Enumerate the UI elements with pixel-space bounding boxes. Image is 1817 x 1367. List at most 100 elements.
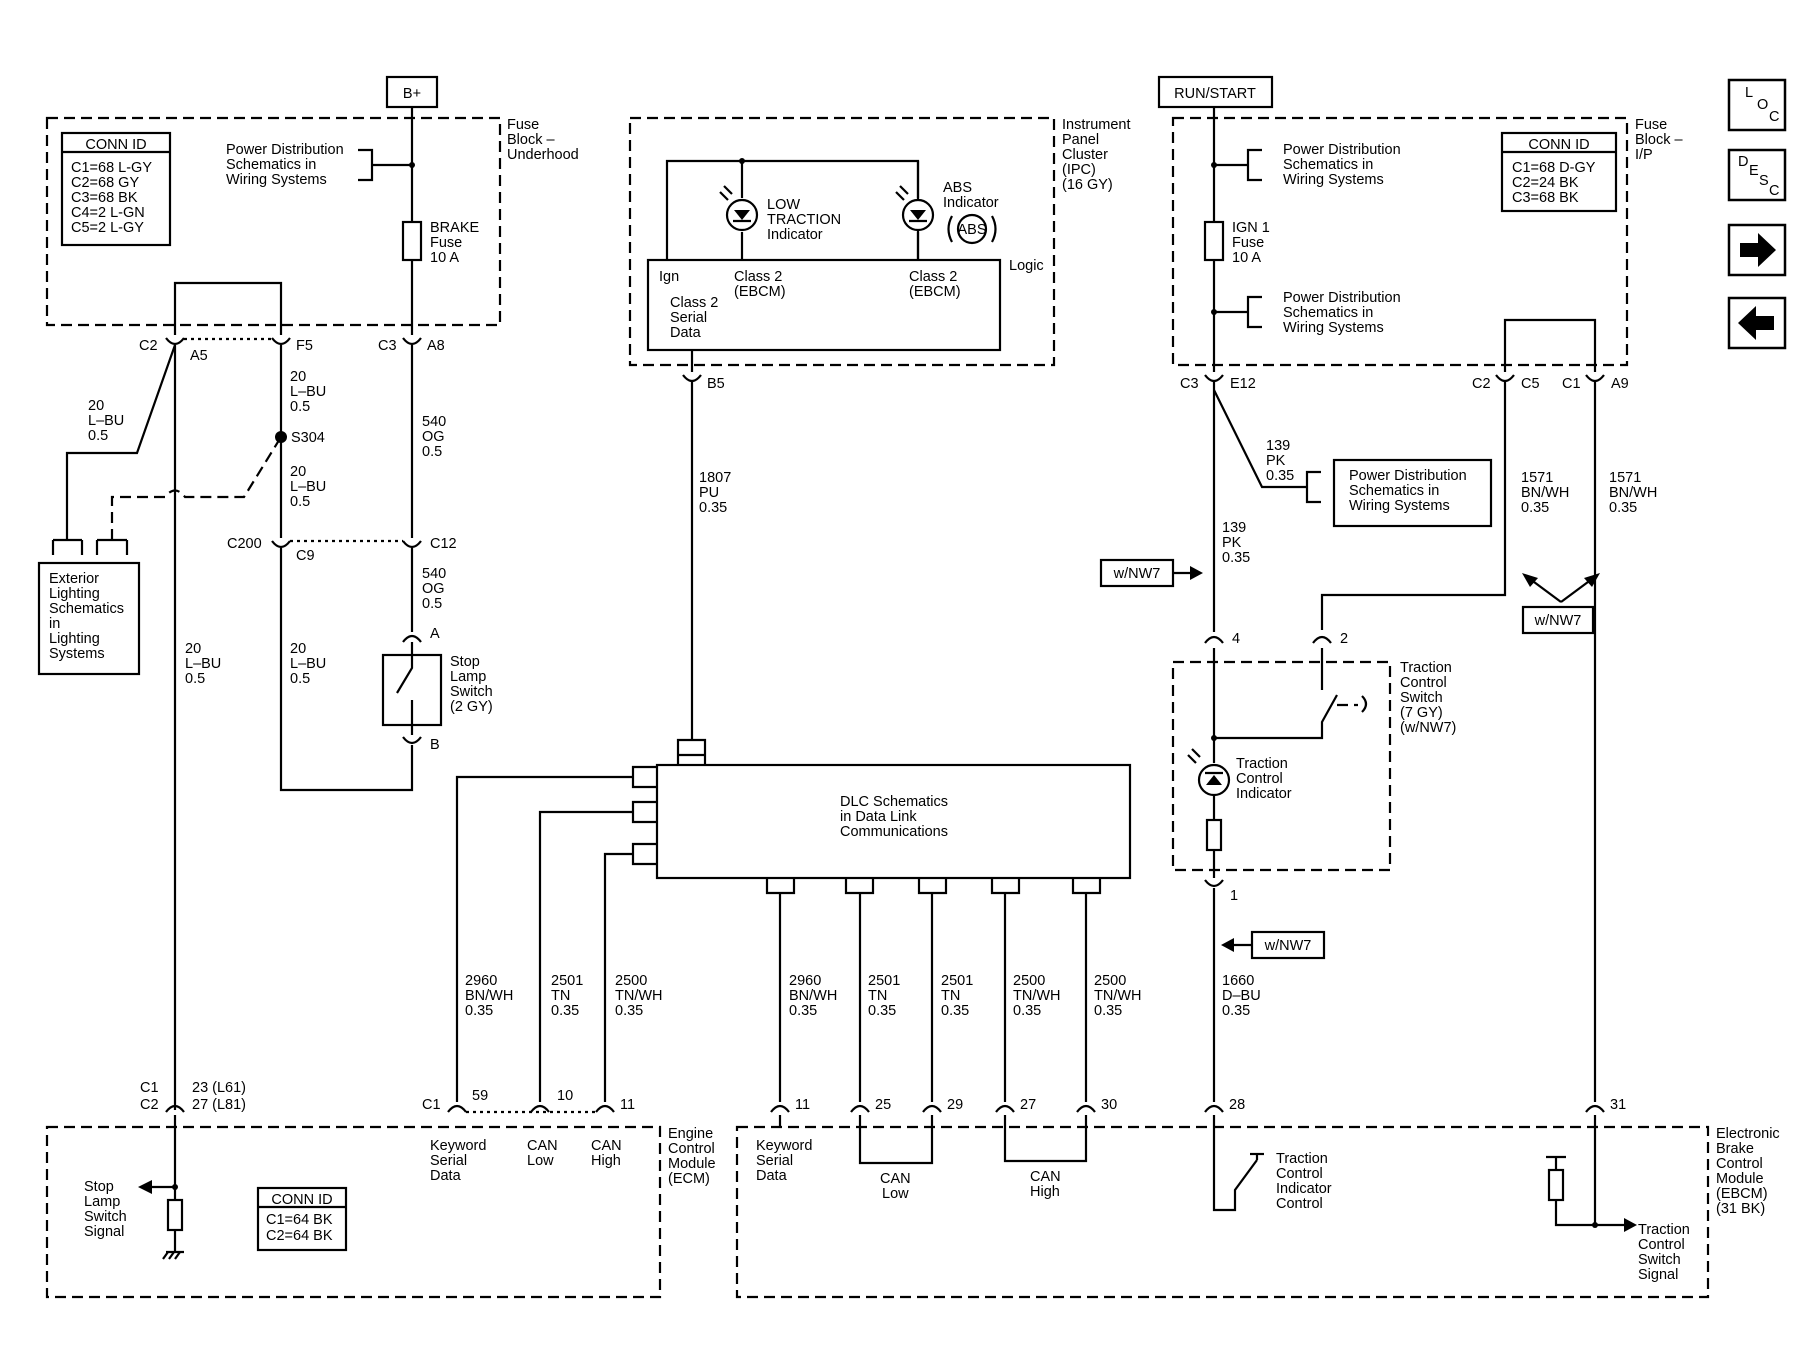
stop-lamp-switch-label: Lamp [450, 669, 486, 685]
wire-label: 2501 [551, 973, 583, 989]
next-button[interactable] [1727, 223, 1787, 277]
loc-button[interactable]: L O C [1727, 78, 1787, 132]
conn-ebcm-28: 28 [1229, 1097, 1245, 1113]
wire-label: TN/WH [1094, 988, 1142, 1004]
conn-id-line: C2=64 BK [266, 1228, 333, 1244]
ebcm-tc-switch-label: Signal [1638, 1267, 1678, 1283]
splice-s304 [275, 431, 287, 443]
traction-switch-label: Traction [1400, 660, 1452, 676]
traction-indicator-label: Control [1236, 771, 1283, 787]
ebcm-can-high-label: CAN [1030, 1169, 1061, 1185]
loc-letter: O [1757, 97, 1768, 113]
conn-ebcm-31: 31 [1610, 1097, 1626, 1113]
conn-ebcm-30: 30 [1101, 1097, 1117, 1113]
wire-label: D–BU [1222, 988, 1261, 1004]
desc-letter: E [1749, 163, 1759, 179]
option-nw7-box [1521, 605, 1595, 635]
ipc-class2-a: Class 2 [734, 269, 782, 285]
conn-ecm-27: 27 (L81) [192, 1097, 246, 1113]
dlc-label: Communications [840, 824, 948, 840]
pds-ref-line: Schematics in [1283, 305, 1373, 321]
ebcm-tc-indicator-label: Traction [1276, 1151, 1328, 1167]
pds-ref-line: Power Distribution [226, 142, 344, 158]
wire-label: 2501 [868, 973, 900, 989]
ebcm-tc-switch-label: Traction [1638, 1222, 1690, 1238]
loc-letter: C [1769, 109, 1779, 125]
brake-fuse-label: Fuse [430, 235, 462, 251]
conn-id-line: C5=2 L-GY [71, 220, 144, 236]
wire-label: 1571 [1521, 470, 1553, 486]
brake-fuse [401, 220, 423, 262]
wire-label: 0.5 [290, 671, 310, 687]
ign1-fuse-label: 10 A [1232, 250, 1261, 266]
conn-pin-1: 1 [1230, 888, 1238, 904]
conn-pin-4: 4 [1232, 631, 1240, 647]
ign1-fuse-label: Fuse [1232, 235, 1264, 251]
wire-label: 1571 [1609, 470, 1641, 486]
ipc-label: Instrument [1062, 117, 1131, 133]
indicator-resistor [1205, 818, 1223, 852]
conn-c5: C5 [1521, 376, 1540, 392]
underhood-connectors: C2 A5 F5 C3 A8 [139, 337, 445, 364]
ipc-class2-a: (EBCM) [734, 284, 786, 300]
wire-label: 0.35 [1521, 500, 1549, 516]
wire-label: TN [551, 988, 570, 1004]
pds-ref-line: Schematics in [1349, 483, 1439, 499]
pds-ref-line: Schematics in [1283, 157, 1373, 173]
conn-id-box-ip [1500, 131, 1618, 213]
conn-c3-ip: C3 [1180, 376, 1199, 392]
pullup-resistor [1547, 1168, 1565, 1202]
wire-label: 20 [185, 641, 201, 657]
pds-ref-line: Wiring Systems [1349, 498, 1450, 514]
splice-s304-label: S304 [291, 430, 325, 446]
conn-a9: A9 [1611, 376, 1629, 392]
conn-ebcm-27: 27 [1020, 1097, 1036, 1113]
ebcm-keyword-label: Serial [756, 1153, 793, 1169]
ebcm-label: Electronic [1716, 1126, 1780, 1142]
conn-id-line: C2=24 BK [1512, 175, 1579, 191]
fuse-block-ip-label: Block – [1635, 132, 1683, 148]
ebcm-can-low-label: CAN [880, 1171, 911, 1187]
brake-fuse-label: BRAKE [430, 220, 479, 236]
left-arrow-icon [1738, 306, 1774, 340]
wire-label: 20 [290, 641, 306, 657]
ipc-class2-b: Class 2 [909, 269, 957, 285]
wire-label: 2960 [465, 973, 497, 989]
ign1-fuse-label: IGN 1 [1232, 220, 1270, 236]
ebcm-keyword-label: Data [756, 1168, 788, 1184]
wire-label: 0.5 [290, 494, 310, 510]
wire-label: OG [422, 429, 445, 445]
wire-label: L–BU [290, 384, 326, 400]
wire-label: OG [422, 581, 445, 597]
desc-letter: C [1769, 183, 1779, 199]
prev-button[interactable] [1727, 296, 1787, 350]
wire-label: 0.35 [1094, 1003, 1122, 1019]
desc-button[interactable]: D E S C [1727, 148, 1787, 202]
wire-label: 540 [422, 414, 446, 430]
conn-ebcm-25: 25 [875, 1097, 891, 1113]
conn-a: A [430, 626, 440, 642]
low-traction-label: LOW [767, 197, 800, 213]
traction-control-indicator-icon [1187, 748, 1231, 797]
conn-id-line: C1=68 L-GY [71, 160, 152, 176]
wire-label: 0.35 [1609, 500, 1637, 516]
wire-label: PK [1266, 453, 1286, 469]
conn-ecm-23: 23 (L61) [192, 1080, 246, 1096]
ebcm-label: (EBCM) [1716, 1186, 1768, 1202]
fuse-block-underhood-line-1: Fuse [507, 117, 539, 133]
stop-lamp-signal-label: Switch [84, 1209, 127, 1225]
wire-label: L–BU [185, 656, 221, 672]
wire-label: L–BU [88, 413, 124, 429]
conn-id-title: CONN ID [85, 137, 146, 153]
pulldown-resistor [166, 1198, 184, 1232]
traction-switch-label: Control [1400, 675, 1447, 691]
wire-label: 0.35 [1222, 550, 1250, 566]
conn-f5: F5 [296, 338, 313, 354]
stop-lamp-switch-label: Stop [450, 654, 480, 670]
ipc-label: Panel [1062, 132, 1099, 148]
fuse-block-ip-label: Fuse [1635, 117, 1667, 133]
wire-label: L–BU [290, 656, 326, 672]
stop-lamp-signal-label: Lamp [84, 1194, 120, 1210]
right-wiring: 139 PK 0.35 Power Distribution Schematic… [1099, 382, 1657, 1102]
conn-c3: C3 [378, 338, 397, 354]
